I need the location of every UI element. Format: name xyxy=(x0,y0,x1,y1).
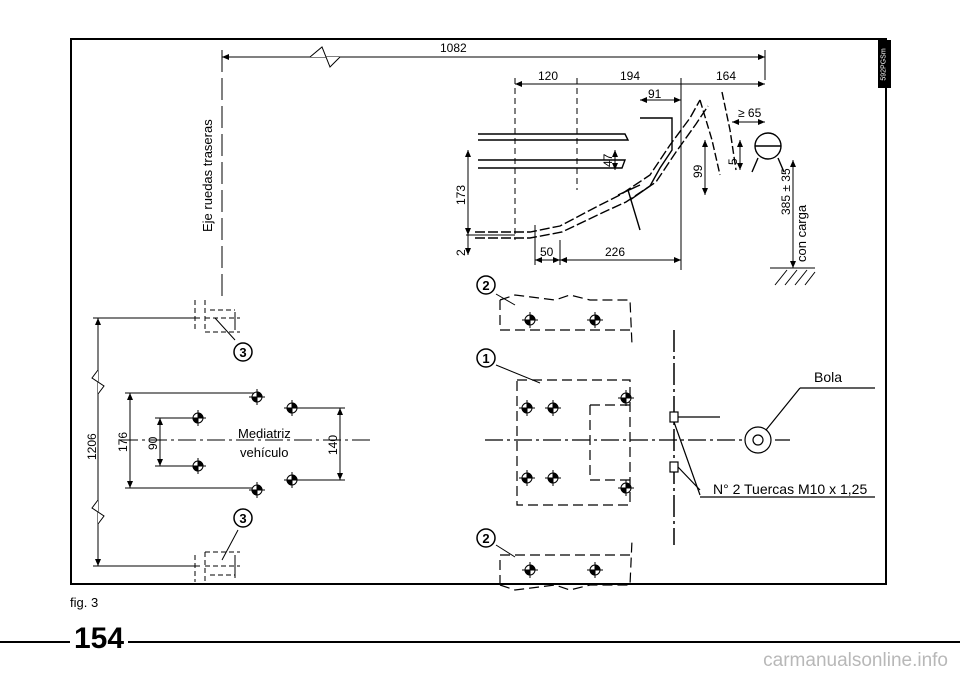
right-plan-view xyxy=(485,294,875,591)
svg-text:1: 1 xyxy=(482,351,489,366)
dim-47-label: 47 xyxy=(601,153,615,167)
dim-2-label: 2 xyxy=(454,249,468,256)
ball-label: Bola xyxy=(814,369,842,385)
towball-plan xyxy=(744,387,875,454)
figure-frame xyxy=(70,38,887,585)
callout-3-bottom: 3 xyxy=(221,508,253,561)
dim-90-label: 90 xyxy=(146,436,160,450)
towball-side xyxy=(751,132,785,173)
dim-91-label: 91 xyxy=(648,87,662,101)
top-dims xyxy=(514,78,765,270)
figure-ref-code-box: 592PGSm xyxy=(878,40,891,88)
dim-194-label: 194 xyxy=(620,69,640,83)
callout-2-bottom: 2 xyxy=(476,528,516,558)
svg-text:3: 3 xyxy=(239,511,246,526)
load-condition-label: con carga xyxy=(794,204,809,262)
right-plan-holes xyxy=(519,312,634,578)
svg-text:2: 2 xyxy=(482,278,489,293)
dim-1206-label: 1206 xyxy=(85,433,99,460)
dim-173-label: 173 xyxy=(454,185,468,205)
page-number: 154 xyxy=(70,622,129,656)
dim-5-label: 5 xyxy=(726,158,740,165)
centerline-label-line2: vehículo xyxy=(240,445,288,460)
figure-caption: fig. 3 xyxy=(70,595,99,610)
page-rule xyxy=(0,641,960,643)
side-view-profile xyxy=(475,91,737,239)
side-dims xyxy=(465,140,816,286)
rear-axle-label: Eje ruedas traseras xyxy=(200,119,215,232)
callout-1: 1 xyxy=(476,348,541,384)
dim-226-label: 226 xyxy=(605,245,625,259)
dim-99-label: 99 xyxy=(691,164,705,178)
left-plan-holes xyxy=(190,389,300,498)
dim-176-label: 176 xyxy=(116,432,130,452)
dim-140-label: 140 xyxy=(326,435,340,455)
svg-text:3: 3 xyxy=(239,345,246,360)
callout-3-top: 3 xyxy=(214,317,253,362)
callout-2-top: 2 xyxy=(476,275,516,306)
dim-1082-label: 1082 xyxy=(440,41,467,55)
watermark: carmanualsonline.info xyxy=(763,650,948,671)
centerline-label-line1: Mediatriz xyxy=(238,426,291,441)
svg-text:2: 2 xyxy=(482,531,489,546)
nuts-label: N° 2 Tuercas M10 x 1,25 xyxy=(713,481,867,497)
dim-65-label: ≥ 65 xyxy=(738,106,762,120)
dim-1082 xyxy=(221,46,766,300)
dim-50-label: 50 xyxy=(540,245,554,259)
dim-120-label: 120 xyxy=(538,69,558,83)
load-height-label: 385 ± 35 xyxy=(779,168,793,215)
dim-164-label: 164 xyxy=(716,69,736,83)
